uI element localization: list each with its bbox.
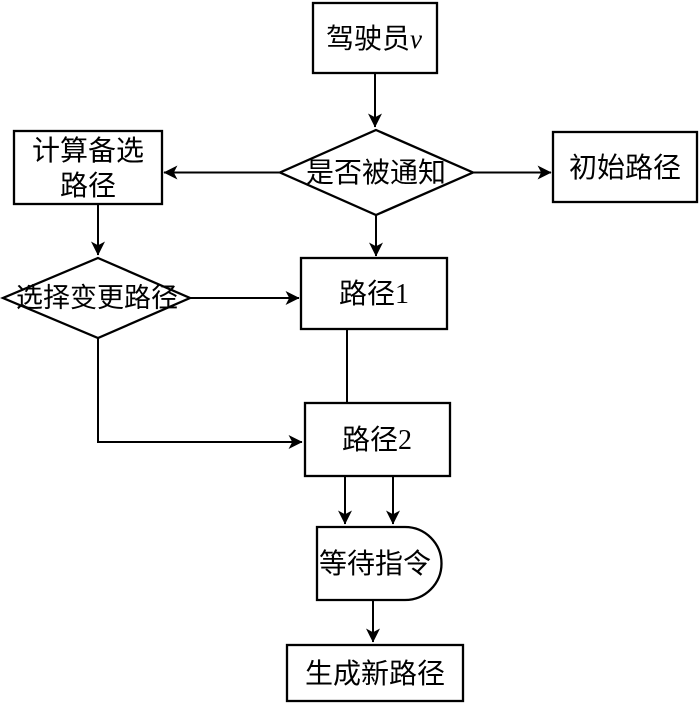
node-path1: 路径1 <box>299 256 449 331</box>
driver-label: 驾驶员v <box>326 23 422 55</box>
node-wait-command: 等待指令 <box>315 525 443 602</box>
node-choose-change: 选择变更路径 <box>0 256 193 340</box>
choose-change-diamond <box>0 256 193 340</box>
path2-box <box>303 401 452 478</box>
compute-alt-label-line1: 计算备选 <box>32 135 144 167</box>
wait-command-label: 等待指令 <box>319 548 431 580</box>
initial-path-box <box>551 130 699 204</box>
driver-box <box>311 1 439 75</box>
node-generate-new-path: 生成新路径 <box>285 643 465 703</box>
node-path2: 路径2 <box>303 401 452 478</box>
choose-change-label: 选择变更路径 <box>16 283 178 313</box>
edge-layer <box>91 73 552 643</box>
generate-new-path-box <box>285 643 465 703</box>
initial-path-label: 初始路径 <box>569 152 681 184</box>
path1-label: 路径1 <box>339 278 409 310</box>
node-driver: 驾驶员v <box>311 1 439 75</box>
notified-label: 是否被通知 <box>306 157 446 189</box>
wait-command-delay-shape <box>315 525 443 602</box>
compute-alt-box <box>12 129 164 206</box>
node-initial-path: 初始路径 <box>551 130 699 204</box>
compute-alt-label-line2: 路径 <box>60 170 116 202</box>
path2-label: 路径2 <box>342 424 412 456</box>
node-notified: 是否被通知 <box>277 128 476 217</box>
path1-box <box>299 256 449 331</box>
notified-diamond <box>277 128 476 217</box>
generate-new-path-label: 生成新路径 <box>305 658 445 690</box>
node-compute-alt: 计算备选 路径 <box>12 129 164 206</box>
edge-choose-change-to-path2 <box>97 338 303 449</box>
